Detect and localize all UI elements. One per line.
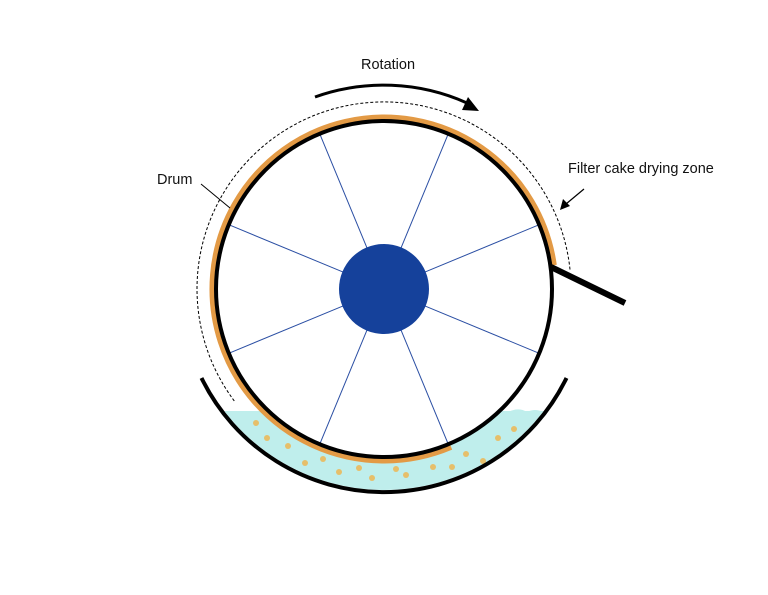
particle: [253, 420, 259, 426]
drum-hub: [339, 244, 429, 334]
particle: [403, 472, 409, 478]
particle: [369, 475, 375, 481]
particle: [495, 435, 501, 441]
drying-zone-arrow: [560, 188, 585, 210]
particle: [393, 466, 399, 472]
drum-leader-line: [200, 183, 231, 209]
rotation-arrow: [314, 83, 479, 111]
spoke: [229, 303, 348, 354]
arrowhead-icon: [560, 199, 570, 210]
spoke: [229, 224, 348, 275]
rotation-label: Rotation: [361, 57, 416, 73]
drying-zone-boundary: [196, 101, 571, 402]
particle: [302, 460, 308, 466]
filter-cake-layer: [209, 114, 557, 464]
particle: [449, 464, 455, 470]
spoke: [420, 224, 539, 275]
particle: [356, 465, 362, 471]
spoke: [319, 134, 370, 253]
spoke: [398, 325, 449, 444]
particle: [336, 469, 342, 475]
spoke: [398, 134, 449, 253]
spokes: [229, 134, 539, 444]
particle: [511, 426, 517, 432]
arrowhead-icon: [462, 97, 479, 111]
spoke: [319, 325, 370, 444]
particle: [320, 456, 326, 462]
tank-wall: [199, 377, 569, 495]
drum-outline: [214, 119, 554, 459]
drying-zone-label: Filter cake drying zone: [568, 161, 714, 177]
particle: [264, 435, 270, 441]
particle: [463, 451, 469, 457]
particle: [285, 443, 291, 449]
drum-label: Drum: [157, 172, 193, 188]
solid-particles: [253, 420, 517, 481]
spoke: [420, 303, 539, 354]
scraper-blade: [549, 264, 627, 306]
particle: [480, 458, 486, 464]
particle: [430, 464, 436, 470]
